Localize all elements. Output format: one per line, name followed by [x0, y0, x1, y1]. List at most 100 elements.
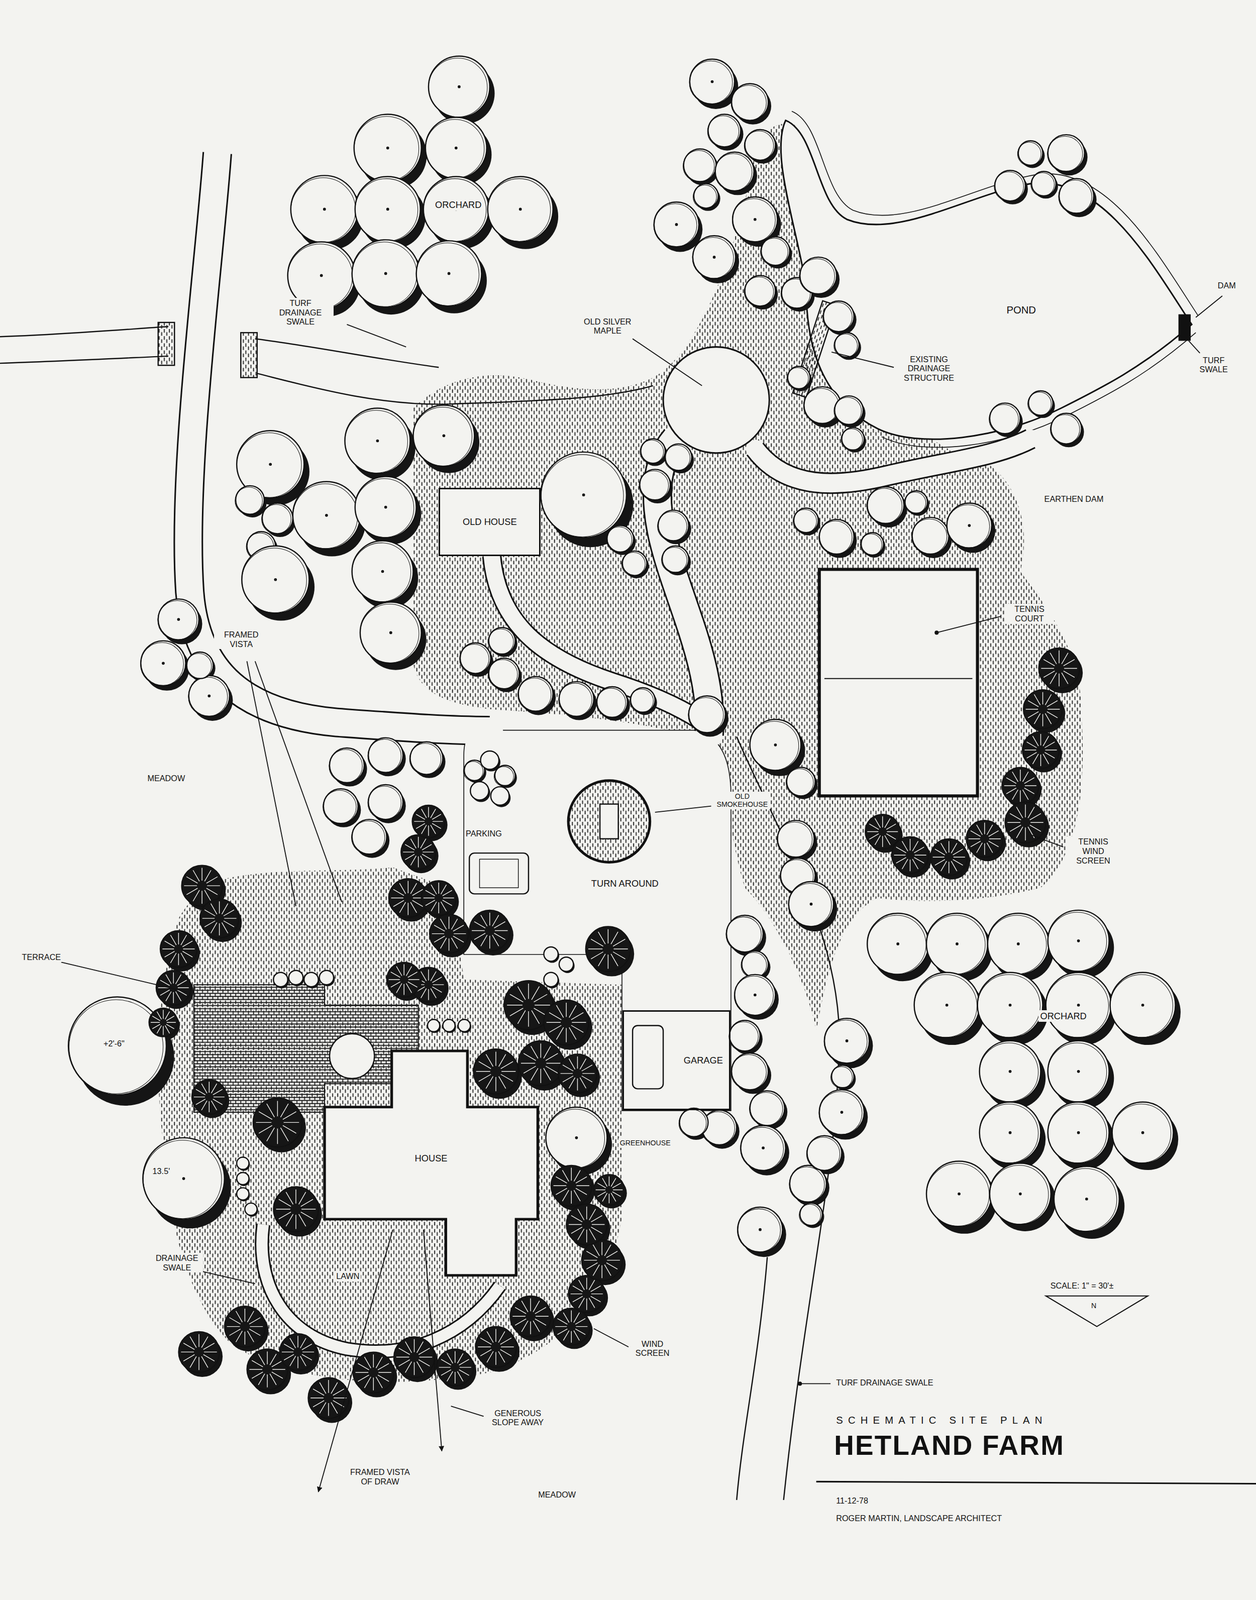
tree-canopy [68, 997, 167, 1096]
conifer-needles [150, 1009, 176, 1035]
tree-sketch-line [760, 238, 789, 266]
leader-line [61, 962, 187, 992]
tree-canopy [354, 114, 422, 182]
tree-canopy [355, 476, 417, 539]
tree-sketch-line [546, 1109, 605, 1169]
tree-trunk-dot [1077, 939, 1081, 943]
conifer-canopy [160, 930, 197, 968]
path-edge [755, 438, 1031, 484]
tree-sketch-line [786, 768, 814, 797]
tree-sketch-line [707, 115, 739, 147]
tree-trunk-dot [1008, 1131, 1012, 1135]
plan-label: TENNIS WIND SCREEN [1066, 836, 1121, 866]
tree-sketch-line [1048, 912, 1107, 972]
tree-canopy [487, 176, 554, 242]
leader-line [936, 616, 1001, 634]
tree-sketch-line [409, 743, 441, 775]
tree-trunk-dot [753, 993, 757, 997]
tree-trunk-dot [207, 694, 211, 698]
tree-canopy [1048, 134, 1085, 172]
tree-sketch-line [728, 1021, 759, 1052]
parked-car [479, 859, 519, 888]
plan-label: GREENHOUSE [618, 1138, 673, 1148]
tree-canopy [692, 235, 736, 279]
tree-trunk-dot [386, 207, 390, 212]
conifer-canopy [178, 1331, 220, 1373]
tree-canopy [158, 598, 199, 640]
tree-canopy [344, 408, 410, 474]
tree-trunk-dot [675, 223, 679, 227]
tree-sketch-line [823, 1020, 868, 1064]
tree-trunk-dot [575, 1136, 579, 1140]
tree-sketch-line [946, 504, 990, 549]
turn-around-outline [464, 730, 731, 1111]
conifer-needles [423, 882, 455, 914]
tree-canopy [458, 1019, 471, 1032]
tree-sketch-line [351, 820, 385, 855]
turf-swale-line [791, 111, 1198, 316]
conifer-needles [476, 1051, 516, 1092]
tree-canopy [799, 257, 837, 294]
conifer-needles [281, 1335, 314, 1369]
plan-label: ORCHARD [433, 198, 483, 211]
tree-trunk-dot [442, 434, 446, 438]
tree-canopy [689, 59, 735, 104]
tree-canopy [546, 1107, 608, 1169]
plan-label: PARKING [464, 828, 504, 840]
tree-canopy [518, 676, 554, 712]
tree-canopy [288, 970, 303, 985]
tree-canopy [236, 1157, 249, 1170]
tree-sketch-line [1110, 974, 1174, 1038]
tree-canopy [303, 972, 319, 987]
tree-trunk-dot [774, 743, 778, 747]
tree-sketch-line [1047, 136, 1083, 172]
smokehouse [599, 804, 619, 840]
tree-sketch-line [261, 504, 291, 535]
tree-sketch-line [459, 644, 489, 675]
conifer-canopy [469, 910, 510, 952]
tree-sketch-line [661, 547, 688, 573]
tree-sketch-line [639, 470, 669, 500]
tree-canopy [142, 1137, 225, 1220]
tree-trunk-dot [1016, 942, 1020, 946]
tree-trunk-dot [1085, 1197, 1089, 1201]
tree-trunk-dot [753, 218, 757, 222]
tree-canopy [543, 972, 558, 987]
tree-canopy [273, 972, 288, 987]
tree-trunk-dot [945, 1003, 949, 1007]
conifer-needles [1025, 692, 1061, 727]
tree-canopy [490, 786, 510, 806]
conifer-needles [588, 929, 628, 970]
conifer-needles [570, 1278, 603, 1311]
tree-trunk-dot [381, 570, 385, 574]
tree-canopy [806, 1135, 842, 1171]
conifer-needles [1040, 650, 1077, 687]
tree-sketch-line [355, 478, 414, 538]
tree-canopy [789, 1165, 827, 1203]
tree-canopy [1054, 1166, 1120, 1232]
swale-line [0, 356, 169, 364]
tree-trunk-dot [182, 1177, 186, 1181]
tree-trunk-dot [761, 1146, 765, 1150]
conifer-canopy [149, 1008, 178, 1037]
leader-dot [934, 630, 939, 635]
tree-sketch-line [487, 629, 514, 655]
conifer-needles [388, 964, 420, 996]
leader-line [1030, 834, 1064, 848]
conifer-needles [413, 807, 443, 836]
drive [188, 153, 490, 731]
tree-trunk-dot [758, 1228, 762, 1232]
tree-sketch-line [689, 60, 733, 104]
tree-trunk-dot [840, 1110, 844, 1114]
tree-sketch-line [352, 543, 411, 602]
garage-box: GARAGE [622, 1010, 731, 1111]
leader-dot [797, 1381, 802, 1386]
tree-sketch-line [292, 483, 358, 549]
tree-sketch-line [818, 520, 853, 555]
tree-canopy [140, 641, 186, 686]
tree-sketch-line [360, 604, 420, 664]
conifer-canopy [421, 880, 457, 916]
tree-trunk-dot [1141, 1003, 1145, 1007]
tree-canopy [715, 152, 755, 191]
swale-line [0, 326, 169, 337]
